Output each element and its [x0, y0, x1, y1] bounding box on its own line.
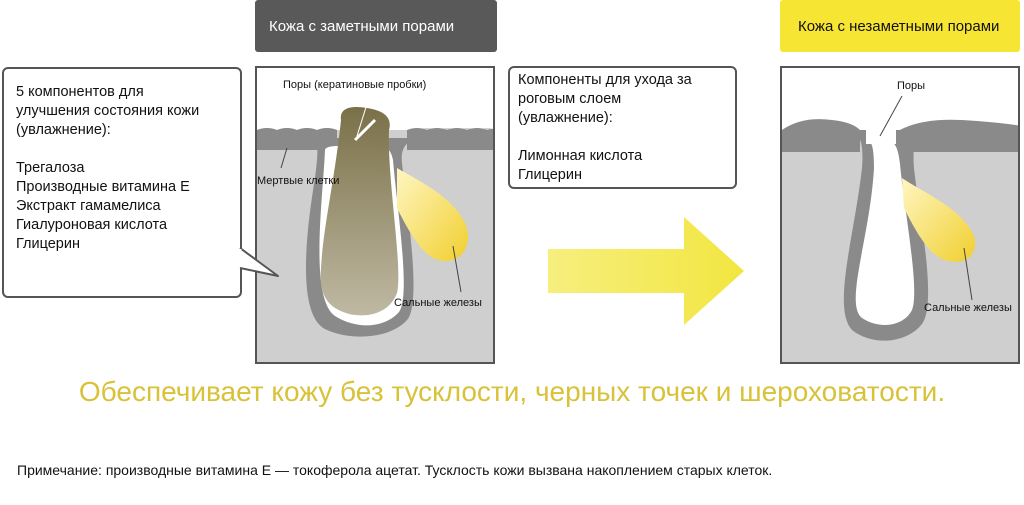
callout-left-line: (увлажнение): — [16, 122, 111, 138]
benefit-tagline: Обеспечивает кожу без тусклости, черных … — [78, 376, 946, 407]
pore-label-right: Поры — [897, 80, 926, 92]
callout-left-pointer — [238, 247, 279, 277]
callout-left-line: Производные витамина E — [16, 179, 190, 195]
callout-left-line: 5 компонентов для — [16, 84, 144, 100]
pore-keratin-plug-label: Поры (кератиновые пробки) — [283, 79, 427, 91]
skin-diagram-visible-pores: Поры (кератиновые пробки) Мертвые клетки… — [255, 66, 495, 364]
footnote: Примечание: производные витамина E — ток… — [17, 462, 773, 478]
header-invisible-pores: Кожа с незаметными порами — [780, 0, 1020, 52]
right-arrow-icon — [548, 217, 744, 325]
header-visible-pores: Кожа с заметными порами — [255, 0, 497, 52]
callout-left-line: Экстракт гамамелиса — [16, 198, 161, 214]
callout-stratum-corneum-care: Компоненты для ухода за роговым слоем (у… — [508, 66, 737, 189]
callout-left-line — [16, 140, 228, 159]
header-visible-pores-text: Кожа с заметными порами — [269, 17, 455, 35]
callout-left-line: улучшения состояния кожи — [16, 103, 200, 119]
callout-mid-line: Лимонная кислота — [518, 148, 643, 164]
callout-mid-line: Компоненты для ухода за — [518, 72, 692, 88]
skin-cross-section-right — [782, 68, 1018, 362]
skin-cross-section-left — [257, 68, 493, 362]
sebaceous-gland-label-right: Сальные железы — [924, 302, 1012, 314]
callout-left-line: Глицерин — [16, 236, 80, 252]
callout-mid-line — [518, 128, 727, 147]
callout-mid-line: (увлажнение): — [518, 110, 613, 126]
callout-left-line: Трегалоза — [16, 160, 85, 176]
skin-diagram-invisible-pores: Поры Сальные железы — [780, 66, 1020, 364]
callout-left-line: Гиалуроновая кислота — [16, 217, 168, 233]
callout-five-components: 5 компонентов для улучшения состояния ко… — [2, 67, 242, 298]
callout-mid-line: Глицерин — [518, 167, 582, 183]
dead-cells-label: Мертвые клетки — [257, 175, 340, 187]
header-invisible-pores-text: Кожа с незаметными порами — [798, 17, 1000, 35]
callout-mid-line: роговым слоем — [518, 91, 622, 107]
sebaceous-gland-label-left: Сальные железы — [394, 297, 482, 309]
